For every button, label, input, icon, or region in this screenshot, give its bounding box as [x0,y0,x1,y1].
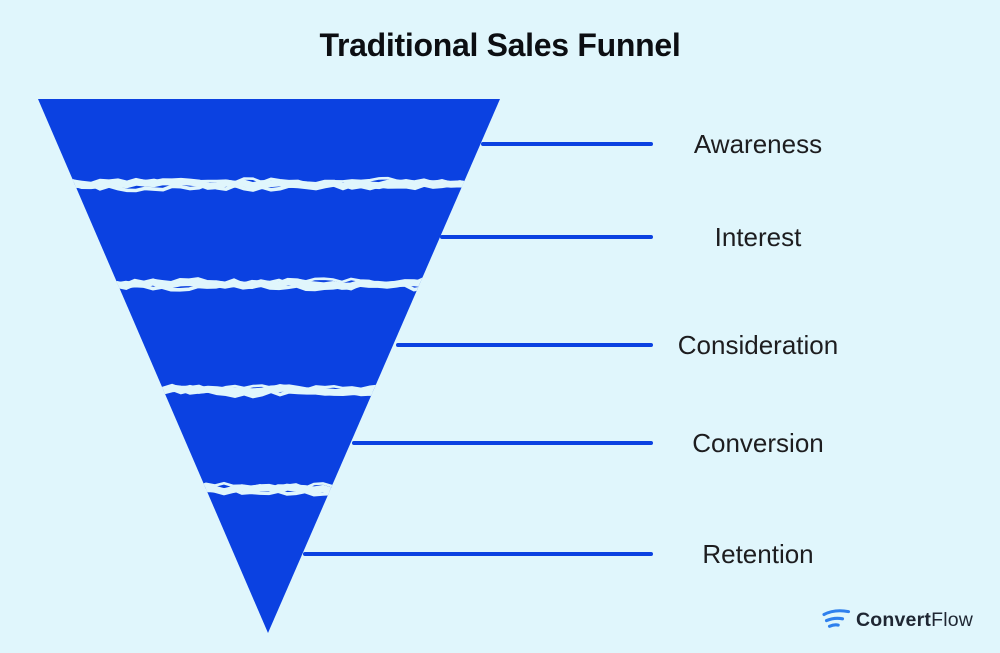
stage-label-interest: Interest [714,222,802,252]
connector-line-interest [440,235,653,239]
funnel-separator [62,182,474,193]
connector-line-retention [303,552,653,556]
stage-label-retention: Retention [702,539,814,569]
funnel-separator [152,382,385,392]
funnel-separator [60,177,476,191]
funnel-separators [60,176,476,497]
funnel-separator [106,277,431,286]
swoosh-middle [824,616,845,623]
convertflow-wordmark: ConvertFlow [856,609,973,632]
funnel-separator [195,481,342,491]
funnel-separator [193,483,344,496]
funnel-separator [152,387,385,399]
swoosh-bottom [827,623,840,628]
funnel-separator [106,282,431,292]
funnel-separator [62,176,474,186]
connector-line-awareness [481,142,653,146]
funnel-separator [104,277,433,290]
logo-text-flow: Flow [931,608,974,631]
convertflow-logo: ConvertFlow [822,607,973,633]
stage-label-conversion: Conversion [692,428,824,458]
stage-label-consideration: Consideration [677,330,839,360]
funnel-separator [150,383,387,397]
connector-line-consideration [396,343,653,347]
convertflow-swoosh-icon [822,609,851,628]
stage-label-awareness: Awareness [693,129,823,159]
diagram-title: Traditional Sales Funnel [319,27,681,63]
logo-text-convert: Convert [856,608,932,631]
connector-line-conversion [352,441,653,445]
swoosh-top [822,609,851,617]
funnel-separator [195,487,342,497]
